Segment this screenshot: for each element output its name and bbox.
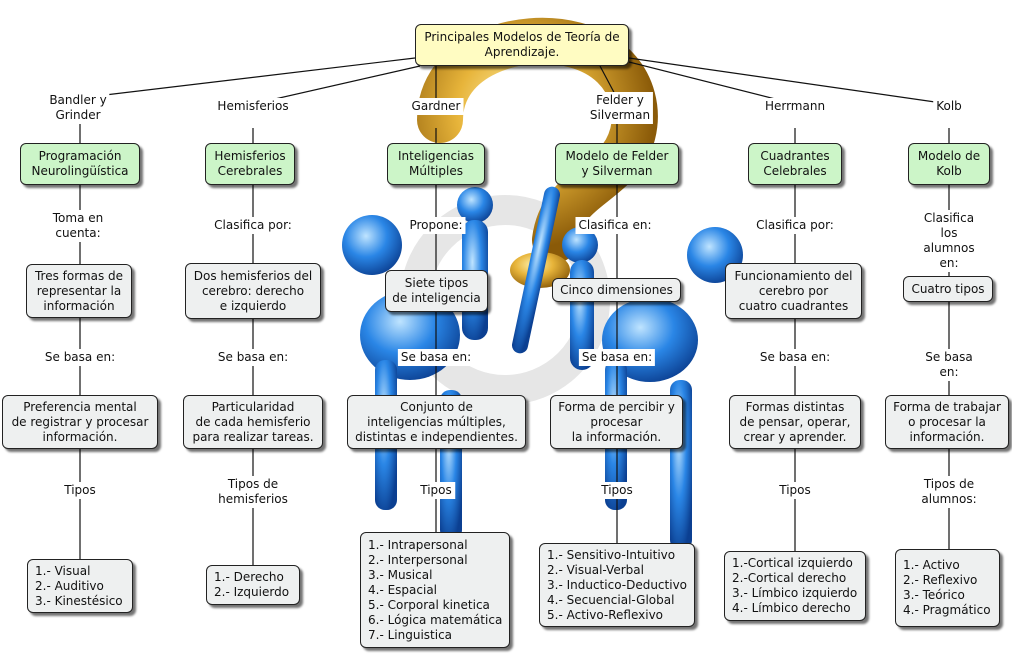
- types-node-hemisferios: 1.- Derecho 2.- Izquierdo: [206, 565, 300, 605]
- model-node-kolb: Modelo de Kolb: [908, 143, 990, 185]
- relation-label-hemisferios-3: Tipos de hemisferios: [215, 476, 291, 508]
- model-node-bandler-grinder: Programación Neurolingüística: [20, 143, 140, 185]
- relation-label-hemisferios-2: Se basa en:: [214, 349, 292, 366]
- connector-root-kolb: [628, 57, 950, 105]
- concept-node-hemisferios: Dos hemisferios del cerebro: derecho e i…: [185, 263, 321, 319]
- relation-label-kolb-1: Clasifica los alumnos en:: [917, 210, 981, 272]
- relation-label-felder-silverman-3: Tipos: [598, 482, 636, 499]
- relation-label-herrmann-3: Tipos: [776, 482, 814, 499]
- relation-label-felder-silverman-1: Clasifica en:: [575, 217, 655, 234]
- relation-label-herrmann-2: Se basa en:: [756, 349, 834, 366]
- types-node-felder-silverman: 1.- Sensitivo-Intuitivo 2.- Visual-Verba…: [539, 543, 695, 627]
- concept-node-herrmann: Funcionamiento del cerebro por cuatro cu…: [725, 263, 862, 319]
- model-node-gardner: Inteligencias Múltiples: [387, 143, 485, 185]
- relation-label-kolb-2: Se basa en:: [917, 349, 981, 381]
- link-label-kolb: Kolb: [933, 98, 965, 115]
- basis-node-felder-silverman: Forma de percibir y procesar la informac…: [550, 395, 683, 449]
- relation-label-bandler-grinder-2: Se basa en:: [41, 349, 119, 366]
- concept-node-bandler-grinder: Tres formas de representar la informació…: [26, 264, 132, 318]
- link-label-felder-silverman: Felder y Silverman: [586, 92, 654, 124]
- concept-node-felder-silverman: Cinco dimensiones: [552, 278, 681, 302]
- relation-label-gardner-2: Se basa en:: [397, 349, 475, 366]
- relation-label-gardner-3: Tipos: [417, 482, 455, 499]
- model-node-felder-silverman: Modelo de Felder y Silverman: [555, 143, 679, 185]
- link-label-hemisferios: Hemisferios: [214, 98, 292, 115]
- basis-node-kolb: Forma de trabajar o procesar la informac…: [885, 395, 1009, 449]
- types-node-bandler-grinder: 1.- Visual 2.- Auditivo 3.- Kinestésico: [27, 559, 133, 613]
- relation-label-herrmann-1: Clasifica por:: [753, 217, 837, 234]
- link-label-bandler-grinder: Bandler y Grinder: [46, 92, 110, 124]
- connector-root-herrmann: [628, 61, 796, 105]
- basis-node-hemisferios: Particularidad de cada hemisferio para r…: [183, 395, 323, 449]
- types-node-herrmann: 1.-Cortical izquierdo 2.-Cortical derech…: [724, 551, 866, 621]
- basis-node-herrmann: Formas distintas de pensar, operar, crea…: [729, 395, 861, 449]
- concept-node-gardner: Siete tipos de inteligencia: [385, 270, 488, 312]
- concept-node-kolb: Cuatro tipos: [903, 276, 993, 302]
- relation-label-gardner-1: Propone:: [406, 217, 466, 234]
- root-title: Principales Modelos de Teoría de Aprendi…: [415, 24, 629, 66]
- types-node-gardner: 1.- Intrapersonal 2.- Interpersonal 3.- …: [360, 532, 510, 648]
- basis-node-gardner: Conjunto de inteligencias múltiples, dis…: [347, 395, 526, 449]
- model-node-hemisferios: Hemisferios Cerebrales: [205, 143, 295, 185]
- model-node-herrmann: Cuadrantes Celebrales: [748, 143, 842, 185]
- link-label-herrmann: Herrmann: [761, 98, 829, 115]
- connector-root-hemisferios: [252, 65, 421, 105]
- relation-label-bandler-grinder-3: Tipos: [61, 482, 99, 499]
- relation-label-bandler-grinder-1: Toma en cuenta:: [49, 210, 107, 242]
- relation-label-kolb-3: Tipos de alumnos:: [918, 476, 980, 508]
- types-node-kolb: 1.- Activo 2.- Reflexivo 3.- Teórico 4.-…: [895, 549, 1000, 627]
- connector-root-bandler-grinder: [79, 57, 416, 99]
- relation-label-hemisferios-1: Clasifica por:: [211, 217, 295, 234]
- relation-label-felder-silverman-2: Se basa en:: [578, 349, 656, 366]
- basis-node-bandler-grinder: Preferencia mental de registrar y proces…: [2, 395, 158, 449]
- link-label-gardner: Gardner: [408, 98, 464, 115]
